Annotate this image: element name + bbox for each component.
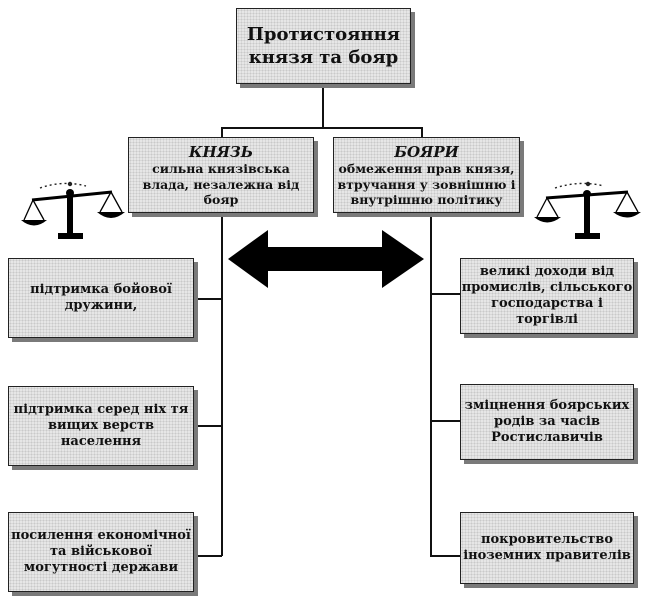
prince-box: КНЯЗЬ сильна князівська влада, незалежна…: [128, 137, 314, 213]
boyars-item-2-text: зміцнення боярських родів за часів Рости…: [464, 398, 630, 445]
prince-item-3-text: посилення економічної та військової могу…: [11, 528, 191, 575]
prince-item-3: посилення економічної та військової могу…: [8, 512, 194, 592]
connector-left-branch-1: [194, 298, 222, 300]
boyars-item-2: зміцнення боярських родів за часів Рости…: [460, 384, 634, 460]
connector-left-trunk: [221, 213, 223, 556]
prince-item-2: підтримка серед ніх тя вищих верств насе…: [8, 386, 194, 466]
title-text: Протистояння князя та бояр: [246, 23, 401, 68]
boyars-item-3-text: покровительство іноземних правителів: [463, 532, 631, 563]
boyars-heading: БОЯРИ: [394, 142, 459, 161]
boyars-text: обмеження прав князя, втручання у зовніш…: [337, 161, 516, 207]
prince-text: сильна князівська влада, незалежна від б…: [142, 161, 300, 207]
connector-right-down: [421, 127, 423, 137]
connector-right-trunk: [430, 213, 432, 556]
connector-right-branch-2: [430, 420, 460, 422]
connector-right-branch-1: [430, 293, 460, 295]
connector-top-horizontal: [221, 127, 422, 129]
boyars-item-1: великі доходи від промислів, сільського …: [460, 258, 634, 334]
connector-left-branch-3: [194, 555, 222, 557]
connector-left-branch-2: [194, 425, 222, 427]
boyars-item-1-text: великі доходи від промислів, сільського …: [461, 264, 633, 327]
connector-left-down: [221, 127, 223, 137]
prince-item-1-text: підтримка бойової дружини,: [30, 282, 172, 313]
prince-heading: КНЯЗЬ: [188, 142, 254, 161]
prince-item-2-text: підтримка серед ніх тя вищих верств насе…: [13, 402, 189, 449]
prince-item-1: підтримка бойової дружини,: [8, 258, 194, 338]
connector-right-branch-3: [430, 555, 460, 557]
title-box: Протистояння князя та бояр: [236, 8, 411, 84]
connector-top-vertical: [322, 84, 324, 128]
boyars-item-3: покровительство іноземних правителів: [460, 512, 634, 584]
boyars-box: БОЯРИ обмеження прав князя, втручання у …: [333, 137, 520, 213]
